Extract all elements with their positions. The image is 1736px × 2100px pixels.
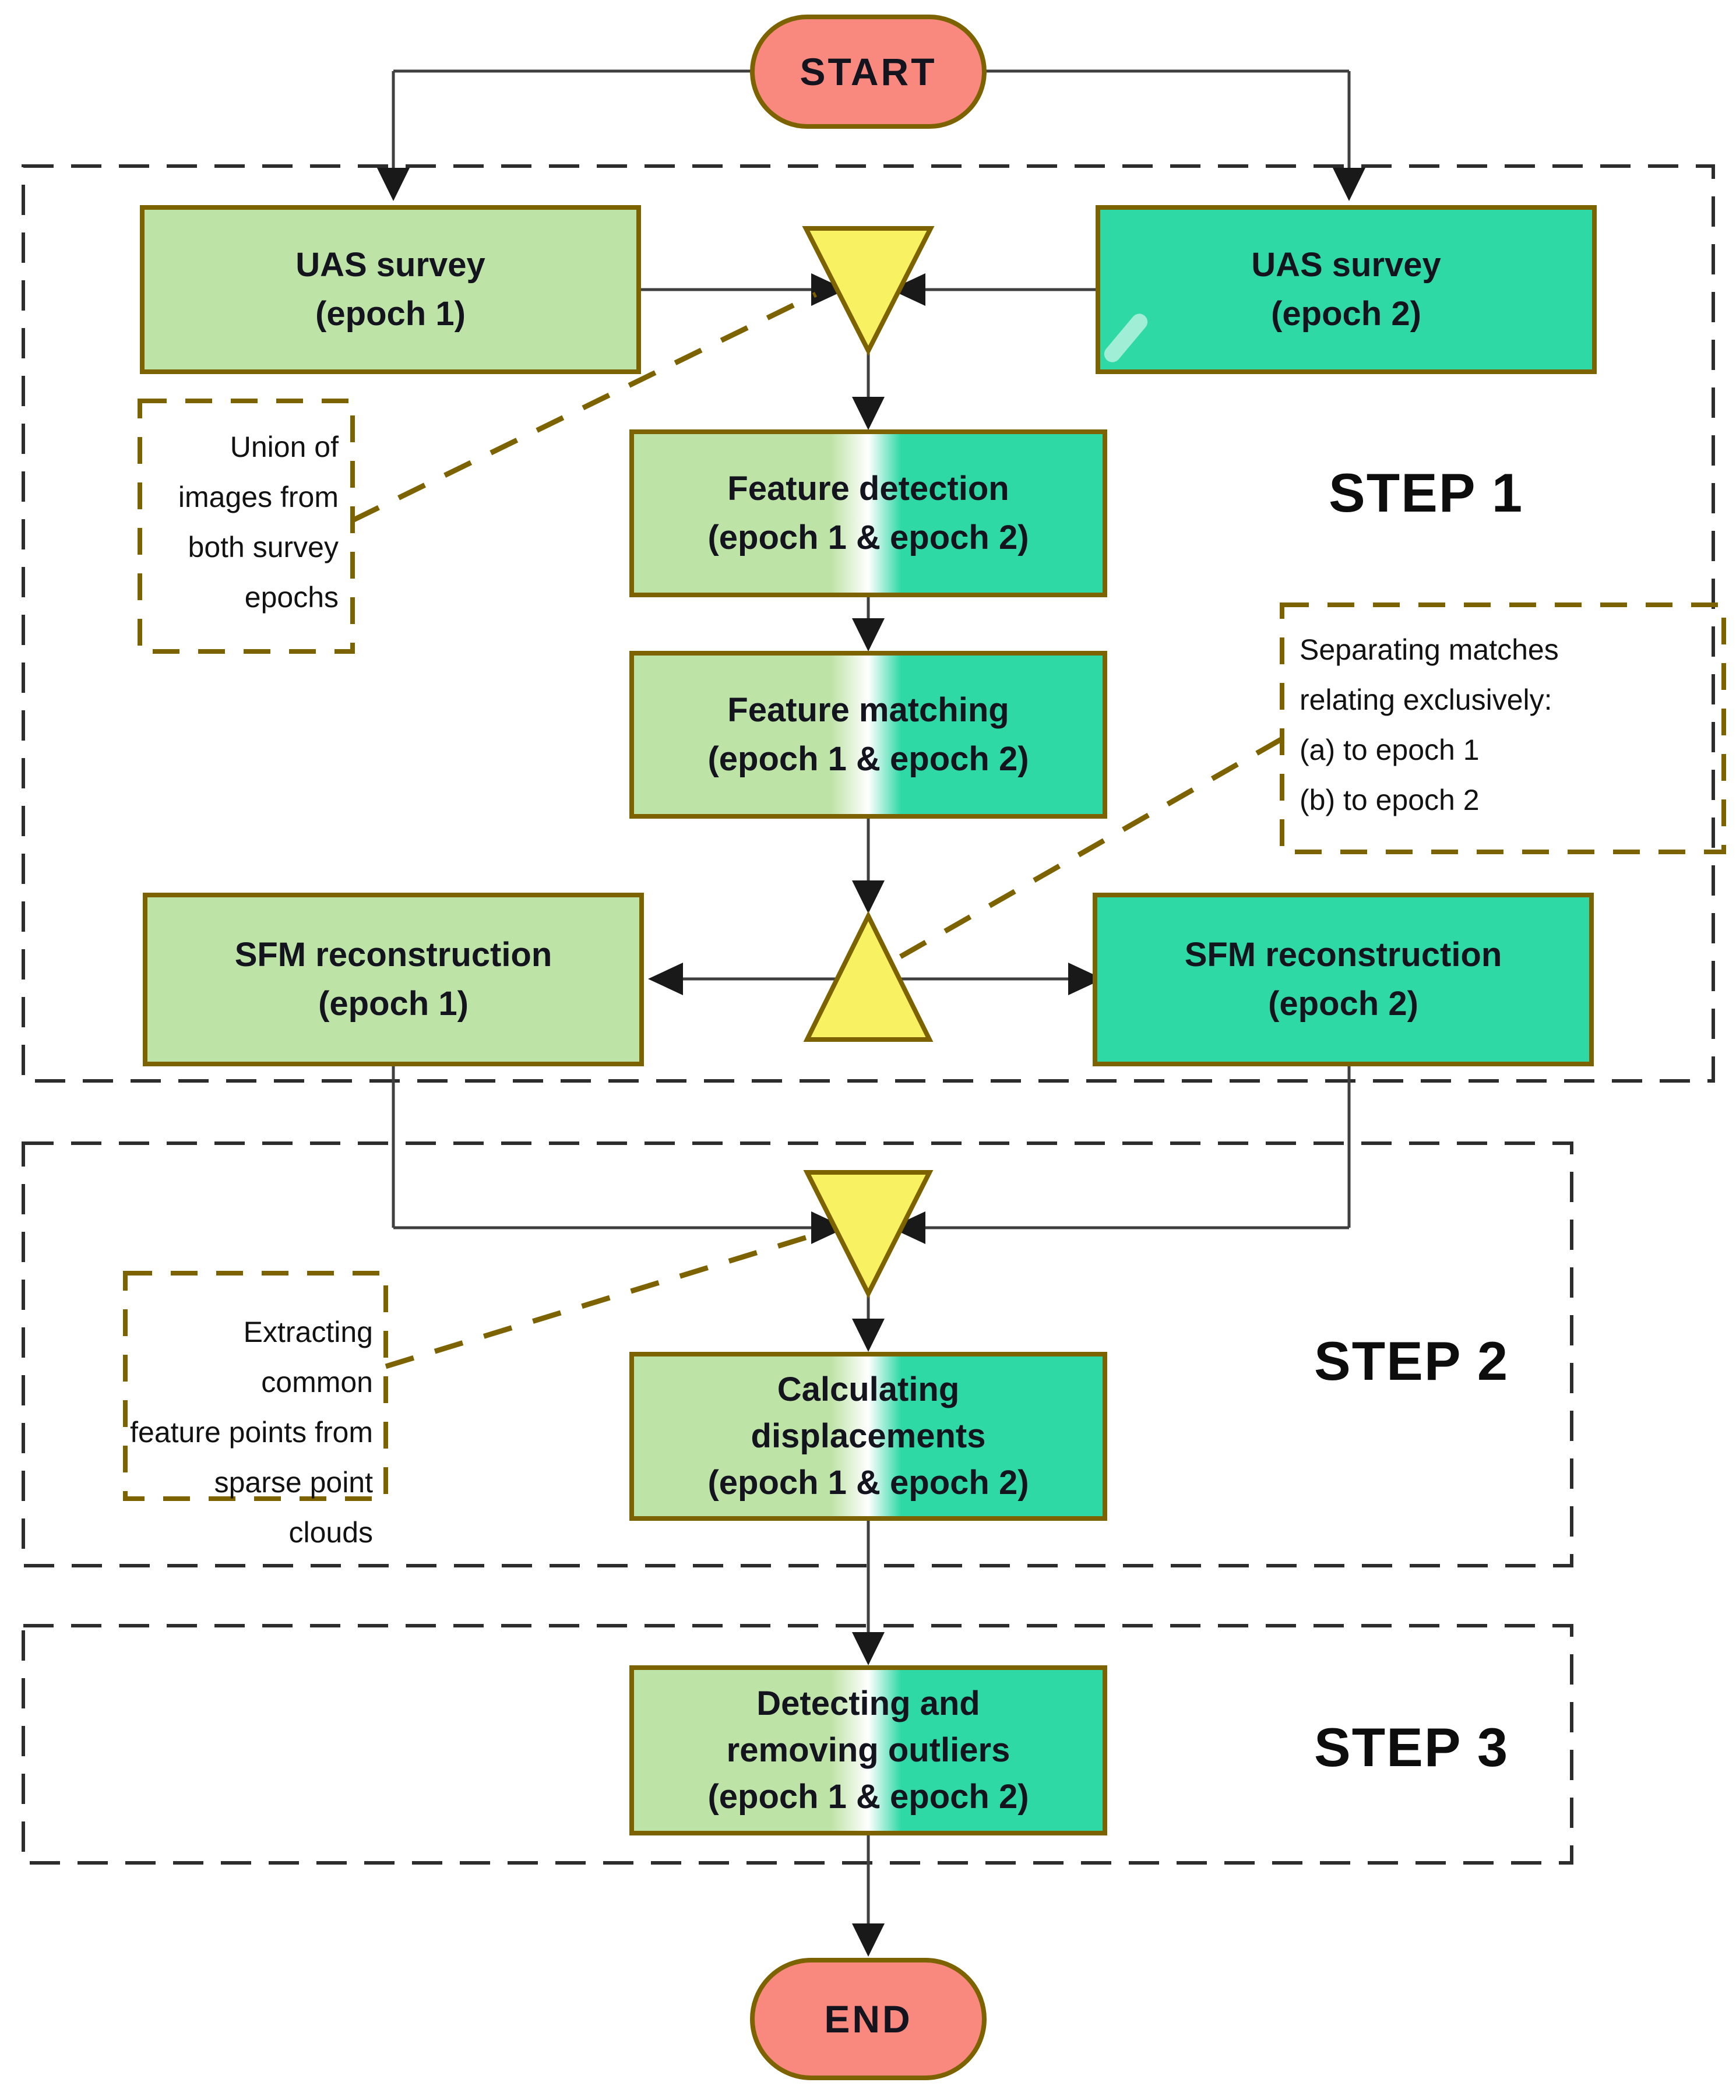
union-line4: epochs	[244, 581, 339, 614]
extracting-line1: Extracting common	[243, 1316, 373, 1398]
arrow-into-merge2-left-icon	[811, 1211, 846, 1244]
separating-line2: relating exclusively:	[1300, 683, 1552, 716]
merge-triangle-icon	[802, 226, 935, 356]
step3-boundary	[22, 1624, 1573, 1865]
feature-matching-line1: Feature matching	[727, 691, 1009, 729]
separating-pointer-line	[885, 737, 1284, 967]
extracting-line3: sparse point clouds	[214, 1466, 373, 1549]
separating-line3: (a) to epoch 1	[1300, 734, 1480, 766]
arrow-into-merge1-left-icon	[811, 273, 846, 306]
step1-label: STEP 1	[1329, 462, 1524, 523]
arrowheads	[377, 168, 1365, 1957]
step-boundaries	[22, 164, 1715, 1865]
extracting-line2: feature points from	[130, 1416, 373, 1449]
feature-matching-line2: (epoch 1 & epoch 2)	[707, 740, 1029, 778]
union-line1: Union of	[230, 431, 339, 463]
sfm-reconstruction-epoch2-box: SFM reconstruction (epoch 2)	[1093, 893, 1594, 1066]
separating-annotation-box	[1280, 602, 1726, 854]
feature-detection-line1: Feature detection	[727, 470, 1009, 508]
end-label: END	[824, 1997, 913, 2041]
separating-line4: (b) to epoch 2	[1300, 784, 1480, 816]
detecting-removing-outliers-box: Detecting and removing outliers (epoch 1…	[629, 1665, 1107, 1835]
sfm1-line1: SFM reconstruction	[234, 936, 552, 974]
arrow-into-uas2-icon	[1333, 168, 1365, 201]
annotation-pointers	[351, 291, 1284, 1369]
extracting-pointer-line	[385, 1231, 818, 1369]
feature-detection-box: Feature detection (epoch 1 & epoch 2)	[629, 429, 1107, 597]
annotation-boxes	[123, 399, 1726, 1501]
uas1-line2: (epoch 1)	[315, 295, 466, 333]
extracting-annotation: Extracting common feature points from sp…	[125, 1273, 386, 1549]
sfm-reconstruction-epoch1-box: SFM reconstruction (epoch 1)	[143, 893, 644, 1066]
union-annotation-box	[138, 399, 355, 654]
calculating-displacements-box: Calculating displacements (epoch 1 & epo…	[629, 1352, 1107, 1521]
merge-triangle-2-icon	[803, 1170, 934, 1299]
arrow-into-feature-matching-icon	[852, 618, 885, 651]
arrow-into-sfm1-icon	[648, 963, 683, 995]
arrow-into-merge2-right-icon	[890, 1211, 925, 1244]
gloss-mark	[1101, 310, 1151, 366]
step2-boundary	[22, 1141, 1573, 1567]
separating-line1: Separating matches	[1300, 633, 1559, 666]
step2-label: STEP 2	[1314, 1330, 1509, 1391]
uas1-line1: UAS survey	[295, 246, 485, 284]
feature-matching-box: Feature matching (epoch 1 & epoch 2)	[629, 651, 1107, 819]
arrow-into-split-icon	[852, 880, 885, 914]
sfm1-line2: (epoch 1)	[318, 985, 469, 1023]
outliers-line1: Detecting and	[756, 1685, 980, 1722]
flow-connectors	[392, 69, 1351, 1952]
calc-line1: Calculating	[777, 1370, 960, 1408]
union-line2: images from	[178, 481, 339, 513]
uas2-line2: (epoch 2)	[1271, 295, 1421, 333]
split-triangle-icon	[803, 910, 934, 1042]
outliers-line2: removing outliers	[726, 1731, 1010, 1769]
arrow-into-merge1-right-icon	[890, 273, 925, 306]
calc-line2: displacements	[751, 1417, 986, 1455]
sfm2-line2: (epoch 2)	[1268, 985, 1418, 1023]
calc-line3: (epoch 1 & epoch 2)	[707, 1464, 1029, 1502]
separating-annotation: Separating matches relating exclusively:…	[1282, 605, 1724, 852]
arrow-into-end-icon	[852, 1923, 885, 1957]
step3-label: STEP 3	[1314, 1717, 1509, 1778]
feature-detection-line2: (epoch 1 & epoch 2)	[707, 519, 1029, 556]
arrow-into-uas1-icon	[377, 168, 410, 201]
arrow-into-calc-icon	[852, 1319, 885, 1352]
uas-survey-epoch1-box: UAS survey (epoch 1)	[140, 205, 641, 374]
union-pointer-line	[351, 291, 817, 523]
start-label: START	[800, 50, 937, 93]
uas-survey-epoch2-box: UAS survey (epoch 2)	[1096, 205, 1597, 374]
uas2-line1: UAS survey	[1251, 246, 1441, 284]
sfm2-line1: SFM reconstruction	[1184, 936, 1502, 974]
connector-triangles	[802, 226, 935, 1299]
outliers-line3: (epoch 1 & epoch 2)	[707, 1778, 1029, 1816]
extracting-annotation-box	[123, 1271, 388, 1501]
union-line3: both survey	[188, 531, 339, 563]
arrow-into-outliers-icon	[852, 1632, 885, 1665]
end-terminal: END	[750, 1958, 987, 2080]
step1-boundary	[22, 164, 1715, 1083]
union-annotation: Union of images from both survey epochs	[140, 401, 353, 651]
arrow-into-feature-detection-icon	[852, 397, 885, 430]
start-terminal: START	[750, 15, 987, 129]
arrow-into-sfm2-icon	[1068, 963, 1103, 995]
